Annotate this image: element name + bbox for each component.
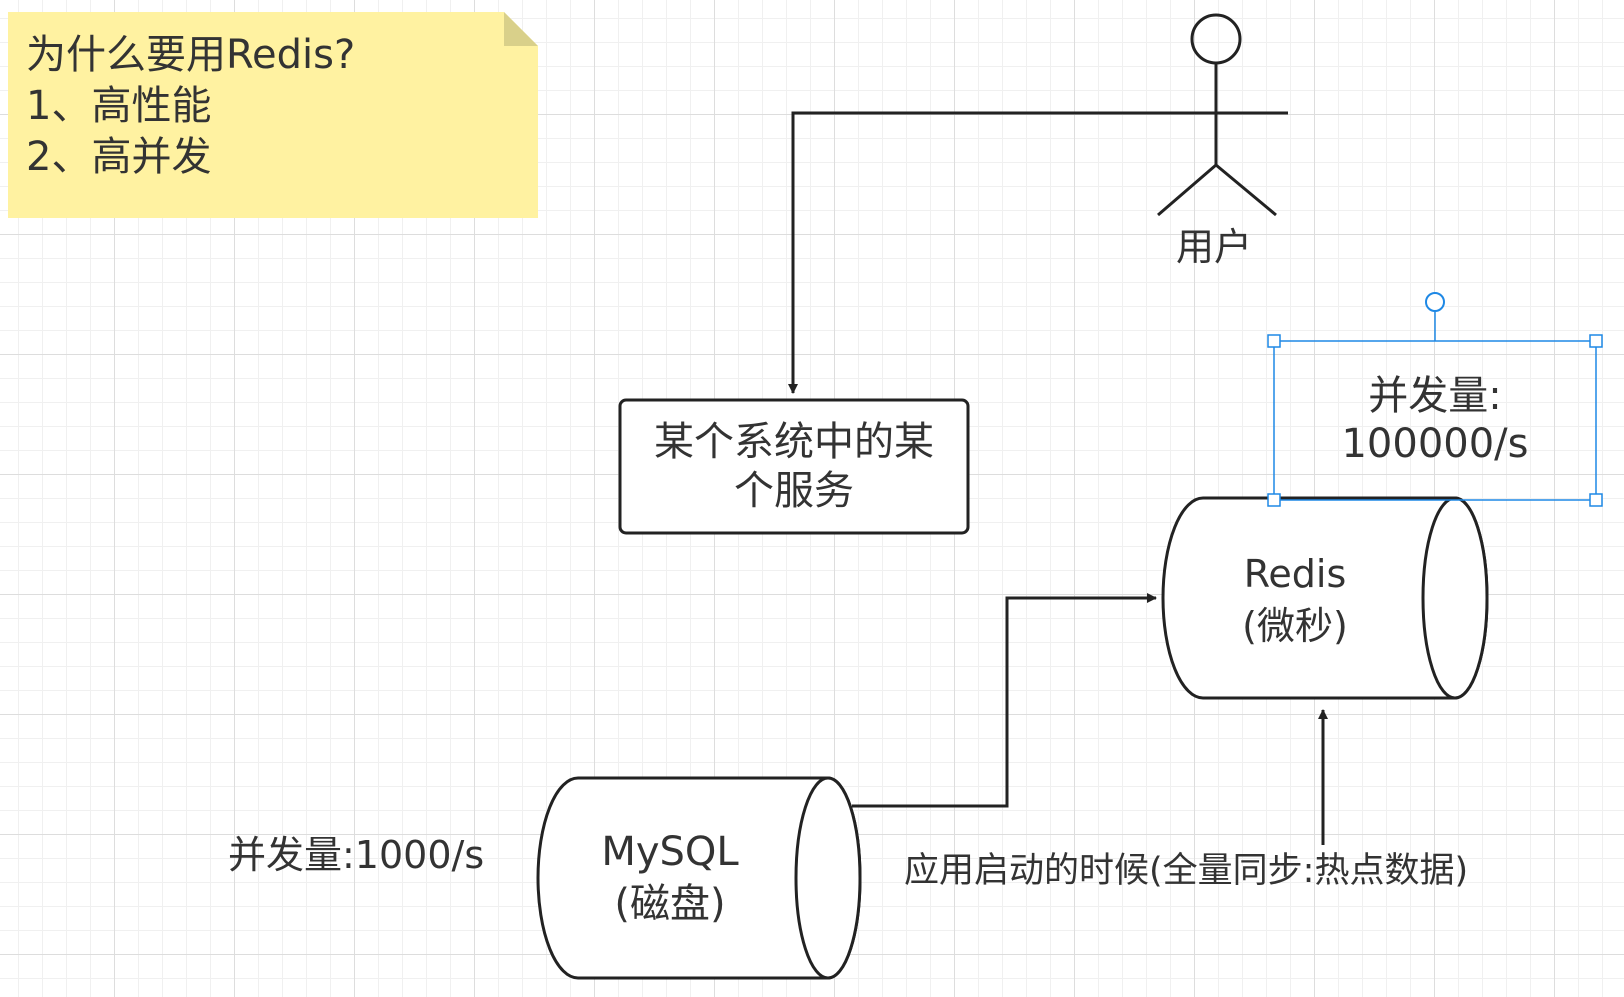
note-item-2: 2、高并发 (26, 134, 212, 180)
redis-label: Redis (微秒) (1190, 548, 1400, 652)
service-box[interactable] (618, 398, 970, 535)
sync-label: 应用启动的时候(全量同步:热点数据) (904, 851, 1469, 891)
rotation-handle-icon[interactable] (1425, 292, 1445, 312)
user-label: 用户 (1176, 225, 1253, 269)
redis-subtitle: (微秒) (1242, 604, 1348, 648)
service-label-line-2: 个服务 (734, 468, 854, 514)
service-label-line-1: 某个系统中的某 (654, 419, 934, 465)
mysql-subtitle: (磁盘) (614, 881, 726, 927)
note-text: 为什么要用Redis? 1、高性能 2、高并发 (26, 30, 355, 183)
mysql-concurrency-label: 并发量:1000/s (228, 833, 485, 877)
note-item-1: 1、高性能 (26, 83, 212, 129)
redis-concurrency-line-1: 并发量: (1368, 373, 1502, 419)
selection-box[interactable] (1267, 312, 1603, 507)
note-title: 为什么要用Redis? (26, 32, 356, 78)
stick-figure-icon[interactable] (1148, 13, 1288, 217)
connector-mysql-to-redis[interactable] (852, 593, 1157, 808)
redis-concurrency-label: 并发量: 100000/s (1274, 372, 1596, 468)
sticky-note[interactable] (8, 12, 538, 218)
mysql-label: MySQL (磁盘) (565, 826, 775, 930)
redis-name: Redis (1243, 552, 1347, 596)
mysql-name: MySQL (601, 829, 739, 875)
connector-user-to-service[interactable] (788, 111, 1150, 394)
redis-cylinder[interactable] (1161, 496, 1489, 700)
service-label: 某个系统中的某 个服务 (620, 418, 968, 516)
mysql-cylinder[interactable] (536, 776, 862, 980)
redis-concurrency-line-2: 100000/s (1341, 421, 1529, 467)
